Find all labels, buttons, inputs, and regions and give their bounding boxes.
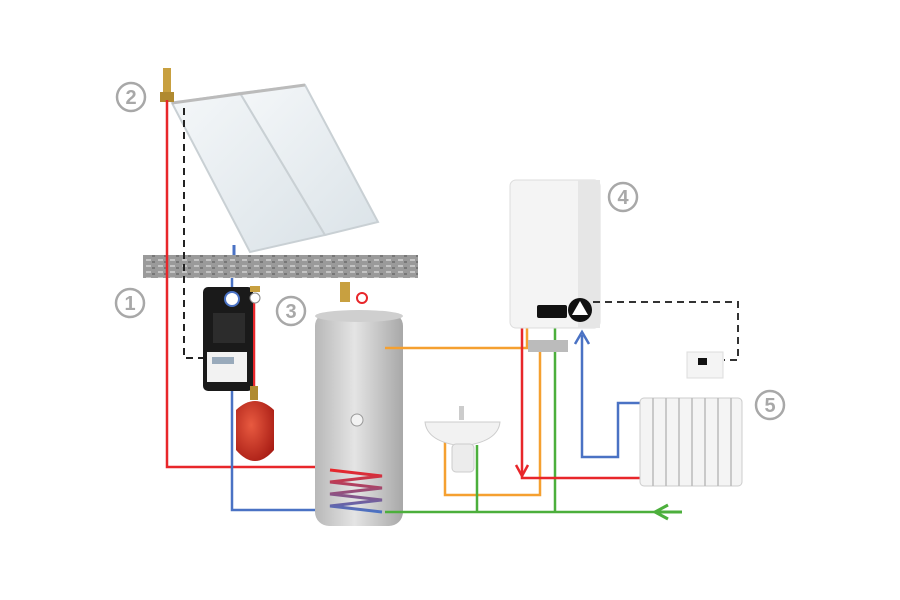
controller-display [207,352,247,382]
storage-tank [315,282,403,526]
heating-flow-arrow [514,464,530,479]
hot-water-pipe [385,346,542,497]
thermostat-cable [593,301,739,361]
boiler-valves [528,340,568,352]
gas-boiler [509,179,601,352]
thermometer-gauge [224,291,240,307]
heating-return-arrow [573,329,591,345]
svg-text:4: 4 [617,187,629,209]
radiator [639,397,743,487]
boiler-display [537,305,567,318]
heating-return-pipe [580,335,640,459]
air-vent-valve [160,68,174,102]
wash-basin [424,406,501,473]
expansion-vessel [236,386,274,461]
room-thermostat [686,351,724,379]
svg-text:5: 5 [764,395,775,417]
heat-exchanger-coil [329,468,383,514]
tank-port [350,413,364,427]
label-4: 4 [607,181,639,213]
pressure-gauge [249,286,261,304]
svg-text:3: 3 [285,301,296,323]
label-5: 5 [754,389,786,421]
solar-flow-pipe [165,100,330,469]
label-3: 3 [275,295,307,327]
pump-station [203,287,253,391]
sensor-cable [183,108,205,359]
roof-slab [143,255,418,278]
label-2: 2 [115,81,147,113]
svg-text:1: 1 [124,293,135,315]
solar-collector [170,83,380,254]
label-1: 1 [114,287,146,319]
svg-text:2: 2 [125,87,136,109]
